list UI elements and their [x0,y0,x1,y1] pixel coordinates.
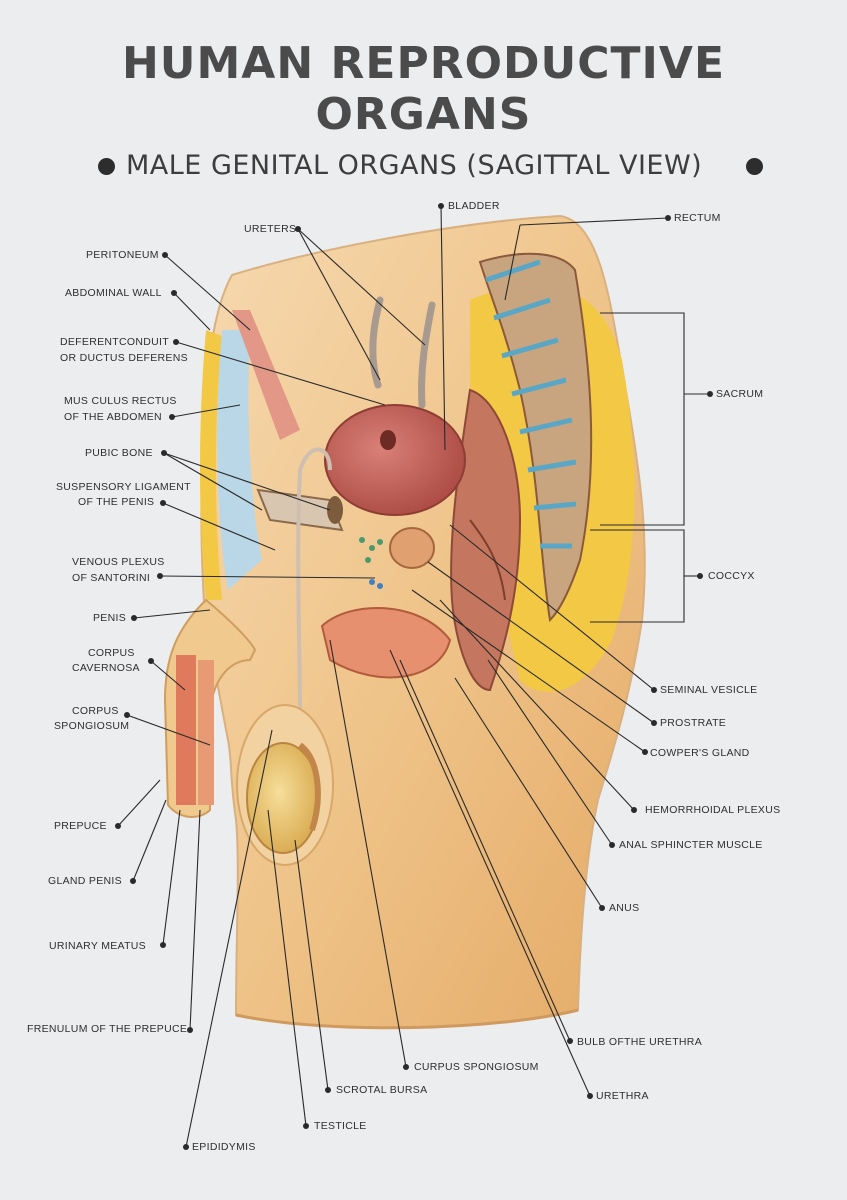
label-peritoneum: PERITONEUM [86,247,159,263]
label-epididymis: EPIDIDYMIS [192,1139,256,1155]
label-anus: ANUS [609,900,639,916]
label-sacrum: SACRUM [716,386,763,402]
label-bulb-urethra: BULB OFTHE URETHRA [577,1034,702,1050]
label-corpus-cavernosa-line1: CORPUS [88,645,135,661]
label-seminal-vesicle: SEMINAL VESICLE [660,682,757,698]
label-hemorrhoidal-plexus: HEMORRHOIDAL PLEXUS [645,802,780,818]
label-ureters: URETERS [244,221,296,237]
label-bladder: BLADDER [448,198,500,214]
label-cowpers-gland: COWPER'S GLAND [650,745,750,761]
corpus-spongiosum [198,660,214,805]
label-corpus-spongiosum-line2: SPONGIOSUM [54,718,129,734]
label-corpus-spongiosum-line1: CORPUS [72,703,119,719]
label-gland-penis: GLAND PENIS [48,873,122,889]
label-curpus-spongiosum: CURPUS SPONGIOSUM [414,1059,539,1075]
label-frenulum: FRENULUM OF THE PREPUCE [27,1021,187,1037]
label-penis: PENIS [93,610,126,626]
label-corpus-cavernosa-line2: CAVERNOSA [72,660,140,676]
label-suspensory-ligament-line2: OF THE PENIS [78,494,154,510]
label-scrotal-bursa: SCROTAL BURSA [336,1082,427,1098]
label-deferent-conduit-line2: OR DUCTUS DEFERENS [60,350,188,366]
label-rectum: RECTUM [674,210,721,226]
label-abdominal-wall: ABDOMINAL WALL [65,285,162,301]
label-deferent-conduit-line1: DEFERENTCONDUIT [60,334,169,350]
label-prepuce: PREPUCE [54,818,107,834]
label-suspensory-ligament-line1: SUSPENSORY LIGAMENT [56,479,191,495]
label-urinary-meatus: URINARY MEATUS [49,938,146,954]
label-prostrate: PROSTRATE [660,715,726,731]
label-venous-plexus-line2: OF SANTORINI [72,570,150,586]
label-testicle: TESTICLE [314,1118,367,1134]
label-pubic-bone: PUBIC BONE [85,445,153,461]
label-musculus-rectus-line1: MUS CULUS RECTUS [64,393,177,409]
label-coccyx: COCCYX [708,568,755,584]
label-musculus-rectus-line2: OF THE ABDOMEN [64,409,162,425]
label-urethra: URETHRA [596,1088,649,1104]
prostate [390,528,434,568]
label-anal-sphincter: ANAL SPHINCTER MUSCLE [619,837,763,853]
label-venous-plexus-line1: VENOUS PLEXUS [72,554,165,570]
corpus-cavernosa [176,655,196,805]
